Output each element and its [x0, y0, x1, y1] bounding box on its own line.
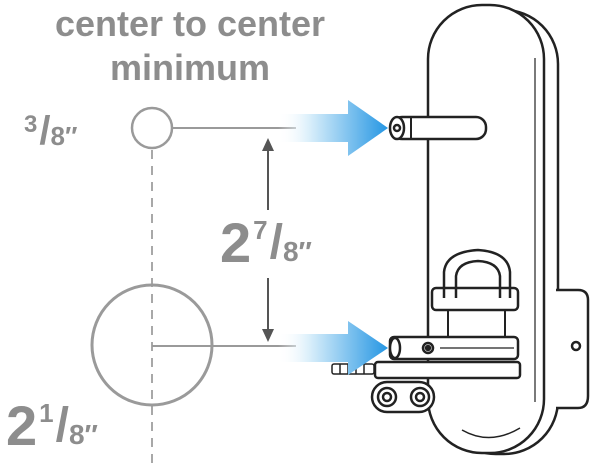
dimension-arrowhead-down — [262, 329, 274, 342]
fraction-denominator: 8″ — [50, 121, 78, 151]
dimension-arrowhead-up — [262, 138, 274, 151]
rod-right-core — [414, 391, 426, 403]
front-plate-base-curve — [461, 427, 521, 439]
fraction-numerator: 3 — [24, 111, 38, 138]
bracket-horseshoe-outer — [442, 248, 512, 298]
small-hole-circle — [130, 106, 174, 150]
title-line-1: center to center — [54, 3, 326, 44]
fraction-slash: / — [55, 399, 69, 452]
fraction-slash: / — [39, 109, 51, 153]
fraction-numerator: 1 — [39, 398, 54, 428]
lock-thumbturn-housing — [556, 288, 590, 410]
bolt-end-hole — [392, 123, 402, 133]
fraction-whole: 2 — [220, 211, 252, 274]
fraction-denominator: 8″ — [282, 236, 312, 267]
title-line-2: minimum — [109, 47, 270, 88]
spacing-dimension-arrow — [262, 138, 274, 342]
latch-pin-center — [424, 344, 432, 352]
lock-top-bolt — [388, 115, 488, 141]
lock-latch-rods — [370, 380, 436, 414]
fraction-slash: / — [269, 216, 283, 269]
center-spacing-label: 2 7 / 8″ — [220, 215, 312, 271]
bolt-shaft — [390, 115, 488, 141]
lock-latch-tube — [373, 335, 522, 380]
fraction-whole: 2 — [6, 394, 38, 457]
fraction-denominator: 8″ — [68, 419, 98, 450]
rod-left-core — [381, 391, 393, 403]
latch-lower-bar — [373, 360, 522, 380]
lock-latch-bracket — [430, 248, 520, 337]
latch-tube-end — [388, 336, 402, 360]
bracket-plate — [430, 286, 520, 312]
door-lock-illustration — [331, 3, 590, 456]
lock-front-plate — [426, 3, 546, 455]
bracket-horseshoe-inner — [454, 259, 502, 298]
large-hole-diameter-label: 2 1 / 8″ — [6, 398, 98, 454]
bottom-hole-arrow-icon — [278, 321, 388, 375]
small-hole-diameter-label: 3 / 8″ — [24, 105, 77, 151]
fraction-numerator: 7 — [253, 215, 268, 245]
top-hole-arrow-icon — [278, 100, 388, 156]
housing-screw-icon — [570, 340, 582, 352]
